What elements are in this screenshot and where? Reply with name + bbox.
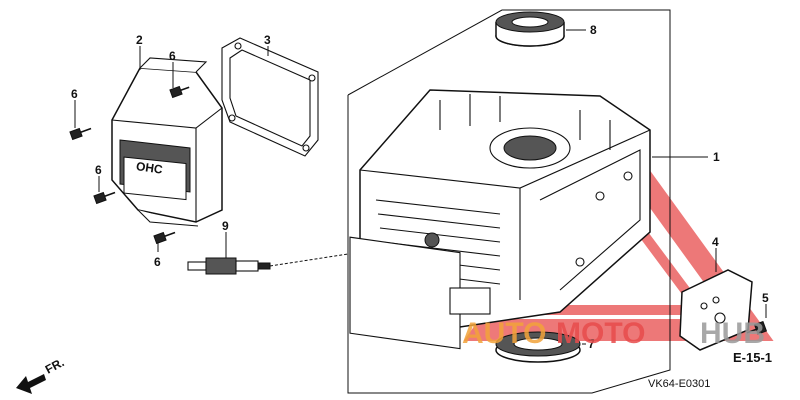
diagram-code: VK64-E0301 xyxy=(648,378,710,390)
bolt-icon xyxy=(746,320,768,335)
head-cover-text: OHC xyxy=(135,159,164,177)
head-cover: OHC xyxy=(111,57,223,227)
callout-1: 1 xyxy=(713,150,720,164)
callout-6b: 6 xyxy=(71,87,78,101)
front-arrow-icon xyxy=(16,374,46,394)
section-reference: E-15-1 xyxy=(733,350,772,365)
watermark-auto: AUTO xyxy=(462,317,546,350)
watermark-moto: MOTO xyxy=(556,317,645,350)
callout-6a: 6 xyxy=(169,49,176,63)
watermark-hub: HUB xyxy=(700,317,765,350)
upper-oil-seal xyxy=(495,11,565,47)
spark-plug-leader xyxy=(269,253,349,267)
watermark-text: AUTO MOTO HUB xyxy=(462,317,765,350)
bolt-icon xyxy=(169,85,190,99)
callout-7: 7 xyxy=(588,337,595,351)
callout-4: 4 xyxy=(712,235,719,249)
callout-6d: 6 xyxy=(154,255,161,269)
bolt-icon xyxy=(69,127,92,141)
callout-3: 3 xyxy=(264,33,271,47)
head-cover-gasket xyxy=(221,37,319,157)
front-label: FR. xyxy=(43,355,67,376)
spark-plug xyxy=(187,257,271,275)
callout-6c: 6 xyxy=(95,163,102,177)
assembly-boundary xyxy=(347,9,671,394)
bolt-icon xyxy=(93,191,116,205)
callout-5: 5 xyxy=(762,291,769,305)
bolt-icon xyxy=(153,231,176,245)
side-plate xyxy=(679,269,753,351)
lower-oil-seal xyxy=(495,331,581,363)
cylinder-block xyxy=(349,89,651,350)
head-cover-bolt-group xyxy=(69,85,190,245)
callout-2: 2 xyxy=(136,33,143,47)
callout-9: 9 xyxy=(222,219,229,233)
leader-lines xyxy=(74,29,767,345)
callout-8: 8 xyxy=(590,23,597,37)
